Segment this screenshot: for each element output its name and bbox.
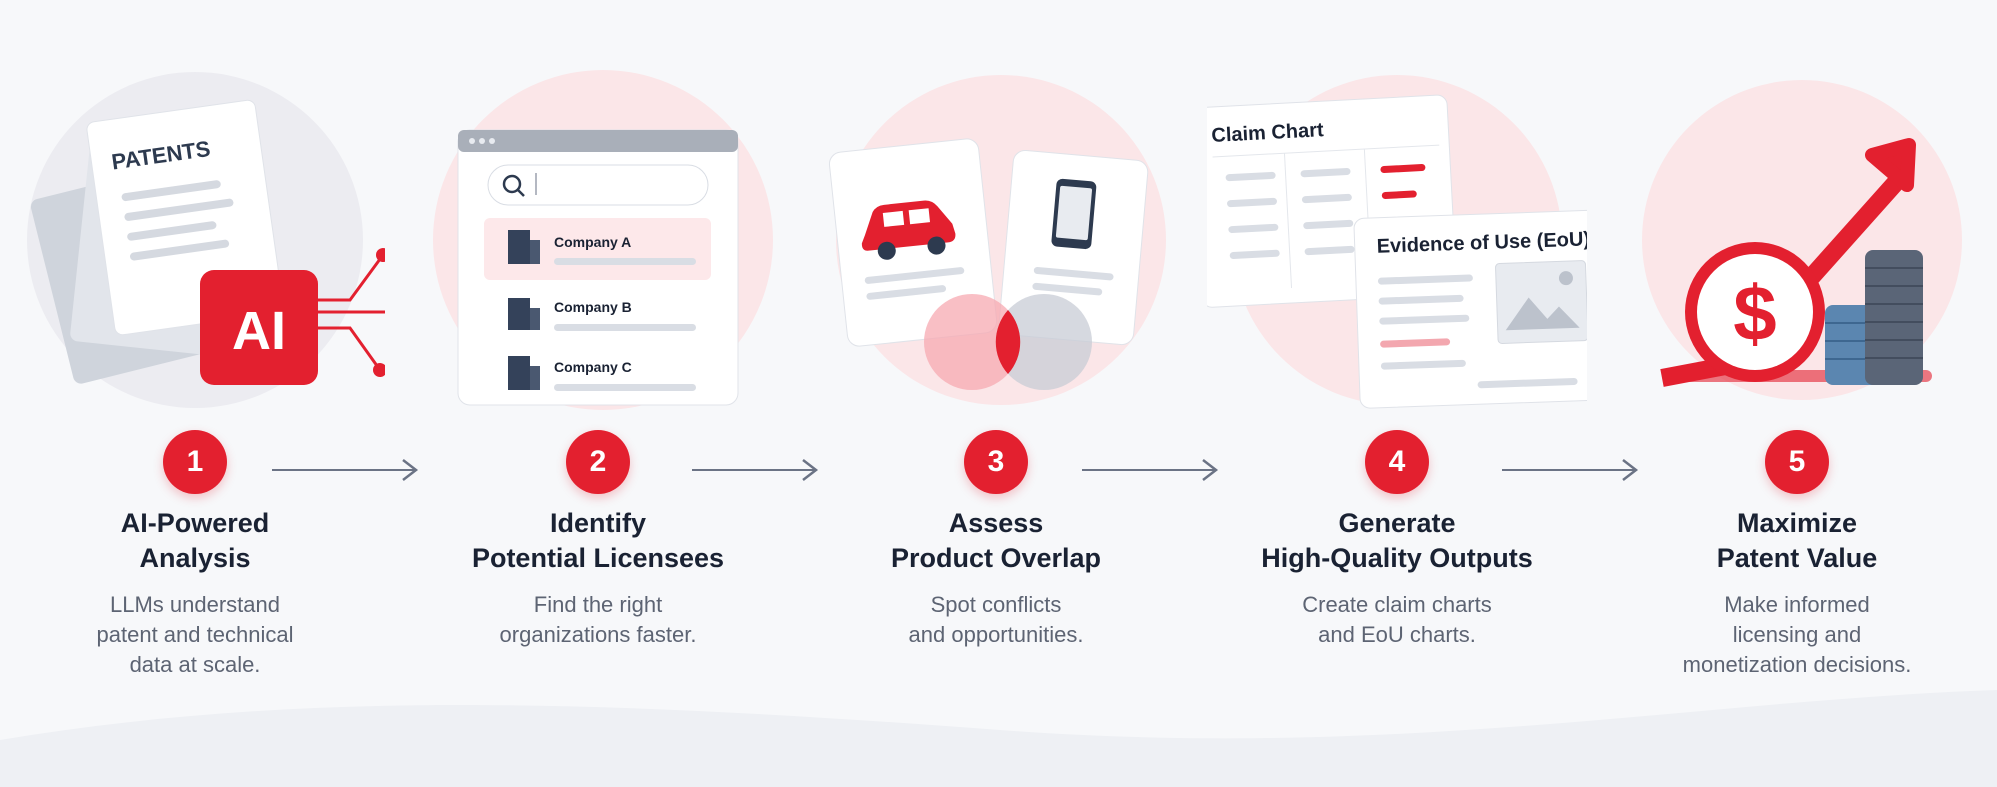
step-4-badge: 4 (1365, 430, 1429, 494)
dollar-coin-icon: $ (1685, 242, 1825, 382)
step-3-description: Spot conflicts and opportunities. (908, 592, 1084, 647)
building-icon (508, 230, 540, 264)
image-icon (1495, 260, 1587, 344)
step-2-badge: 2 (566, 430, 630, 494)
eou-card: Evidence of Use (EoU) (1353, 209, 1587, 409)
dollar-symbol: $ (1733, 269, 1776, 357)
step-4-title: Generate High-Quality Outputs (1261, 508, 1533, 573)
step-3-title: Assess Product Overlap (890, 508, 1102, 573)
car-icon (861, 200, 965, 300)
step-5-illustration: $ (1642, 80, 1962, 400)
arrow-right-icon (272, 459, 419, 481)
step-4-illustration: Claim Chart Evidence of Use (EoU) (1207, 75, 1587, 409)
step-5: $ 5 Maximize Patent Value Make informed … (1607, 0, 1987, 787)
company-b-label: Company B (554, 299, 632, 315)
step-3-illustration (828, 75, 1166, 405)
step-2-illustration: Company A Company B Company C (433, 70, 773, 410)
arrow-right-icon (1502, 459, 1639, 481)
step-2-description: Find the right organizations faster. (499, 592, 697, 647)
step-4: Claim Chart Evidence of Use (EoU) 4 (1207, 0, 1587, 787)
phone-icon (1032, 178, 1114, 296)
company-a-label: Company A (554, 234, 631, 250)
step-5-title: Maximize Patent Value (1716, 508, 1878, 573)
step-1-badge: 1 (163, 430, 227, 494)
ai-chip-icon: AI (200, 248, 385, 385)
step-1-title: AI-Powered Analysis (120, 508, 270, 573)
step-1-illustration: PATENTS AI (27, 72, 385, 408)
step-1-description: LLMs understand patent and technical dat… (96, 592, 294, 677)
search-icon (502, 174, 525, 197)
step-3: 3 Assess Product Overlap Spot conflicts … (806, 0, 1186, 787)
company-c-label: Company C (554, 359, 632, 375)
ai-chip-label: AI (232, 301, 286, 361)
coin-stack-icon (1825, 250, 1923, 385)
venn-icon (924, 294, 1092, 390)
step-3-badge: 3 (964, 430, 1028, 494)
arrow-right-icon (692, 459, 819, 481)
building-icon (508, 298, 540, 330)
step-5-description: Make informed licensing and monetization… (1682, 592, 1912, 677)
step-5-badge: 5 (1765, 430, 1829, 494)
step-2-title: Identify Potential Licensees (471, 508, 725, 573)
search-input (487, 164, 709, 206)
building-icon (508, 356, 540, 390)
arrow-right-icon (1082, 459, 1219, 481)
step-2: Company A Company B Company C 2 Identify… (408, 0, 788, 787)
step-1: PATENTS AI 1 AI-Powered Analysis LLMs un… (5, 0, 385, 787)
step-4-description: Create claim charts and EoU charts. (1302, 592, 1492, 647)
